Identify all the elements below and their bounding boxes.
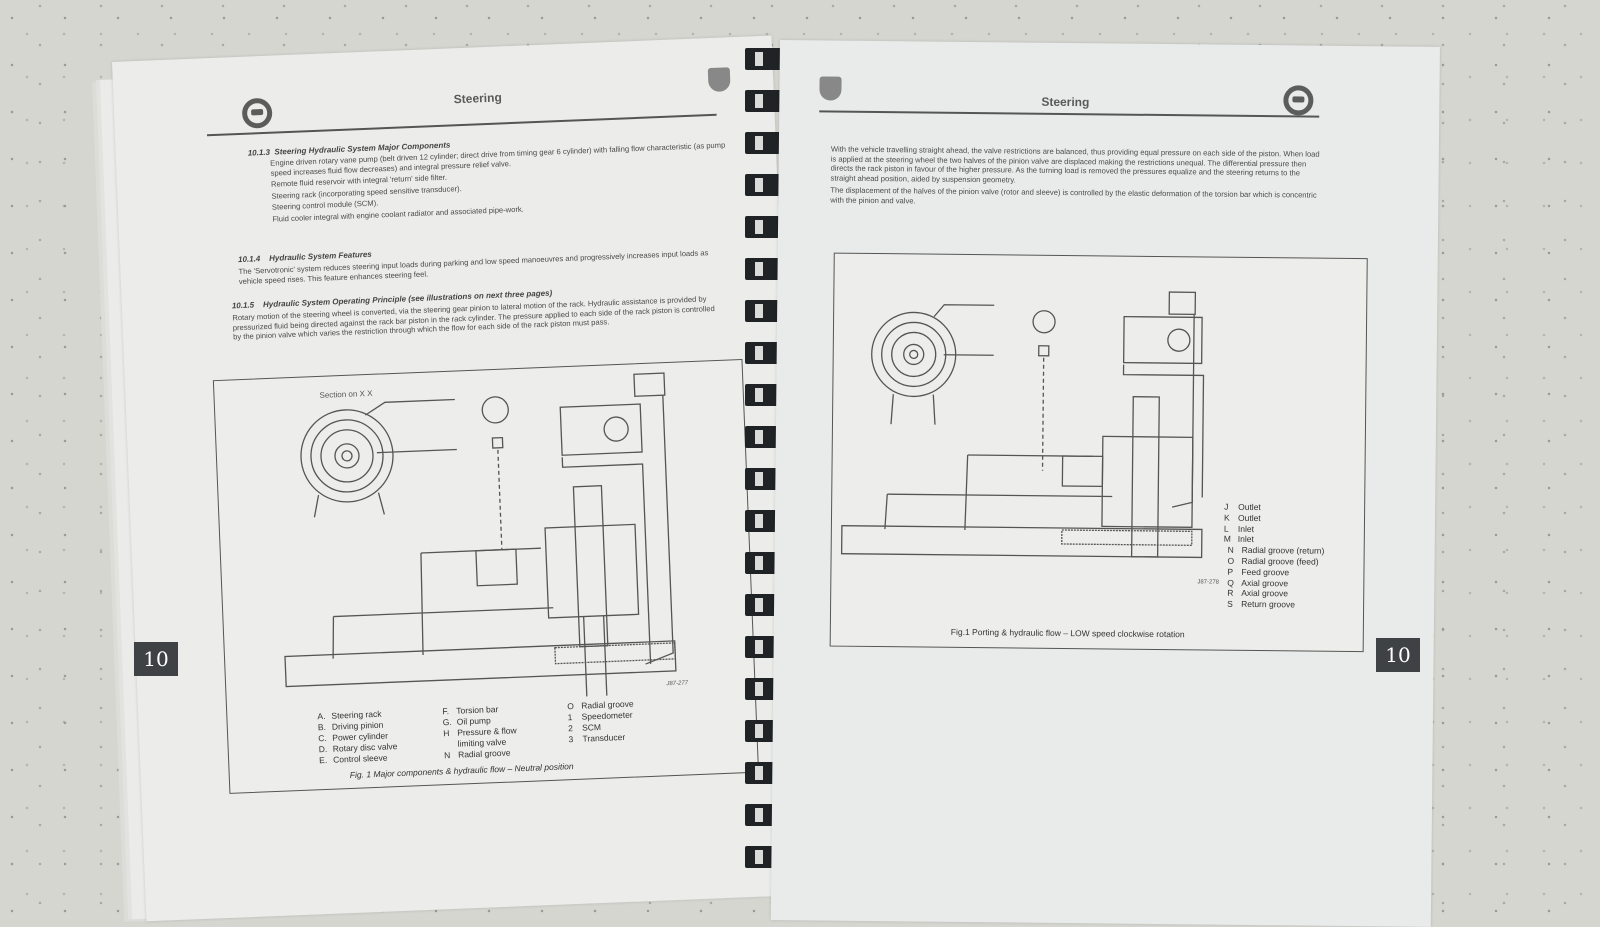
left-page: Steering 10.1.3 Steering Hydraulic Syste… bbox=[112, 35, 806, 922]
page-header-title: Steering bbox=[453, 90, 503, 107]
paragraph: The displacement of the halves of the pi… bbox=[830, 185, 1317, 206]
steering-wheel-icon bbox=[1283, 85, 1314, 116]
section-title: Hydraulic System Features bbox=[268, 249, 372, 263]
steering-wheel-icon bbox=[241, 97, 273, 129]
page-header-title: Steering bbox=[1041, 94, 1090, 110]
jaguar-crest-icon bbox=[707, 67, 731, 93]
hydraulic-diagram bbox=[284, 372, 677, 697]
hydraulic-diagram bbox=[840, 291, 1205, 559]
section-10-1-4: 10.1.4 Hydraulic System Features The 'Se… bbox=[238, 236, 719, 286]
right-page: Steering With the vehicle travelling str… bbox=[770, 40, 1440, 927]
figure-ref-code: J87-278 bbox=[1197, 579, 1220, 586]
section-number: 10.1.4 bbox=[237, 254, 261, 265]
section-number: 10.1.3 bbox=[247, 147, 271, 158]
chapter-tab-right: 10 bbox=[1376, 638, 1420, 672]
figure-ref-code: J87-277 bbox=[666, 680, 689, 688]
section-number: 10.1.5 bbox=[231, 300, 255, 311]
intro-paragraphs: With the vehicle travelling straight ahe… bbox=[830, 145, 1323, 211]
paragraph: With the vehicle travelling straight ahe… bbox=[830, 144, 1320, 185]
jaguar-crest-icon bbox=[819, 76, 842, 101]
section-10-1-3: 10.1.3 Steering Hydraulic System Major C… bbox=[248, 129, 731, 225]
header-rule bbox=[819, 110, 1320, 118]
legend-column-1: A.Steering rack B.Driving pinion C.Power… bbox=[317, 708, 398, 766]
figure-1-neutral: Section on X X bbox=[212, 358, 760, 794]
section-10-1-5: 10.1.5 Hydraulic System Operating Princi… bbox=[232, 282, 719, 342]
chapter-tab-left: 10 bbox=[134, 642, 178, 676]
